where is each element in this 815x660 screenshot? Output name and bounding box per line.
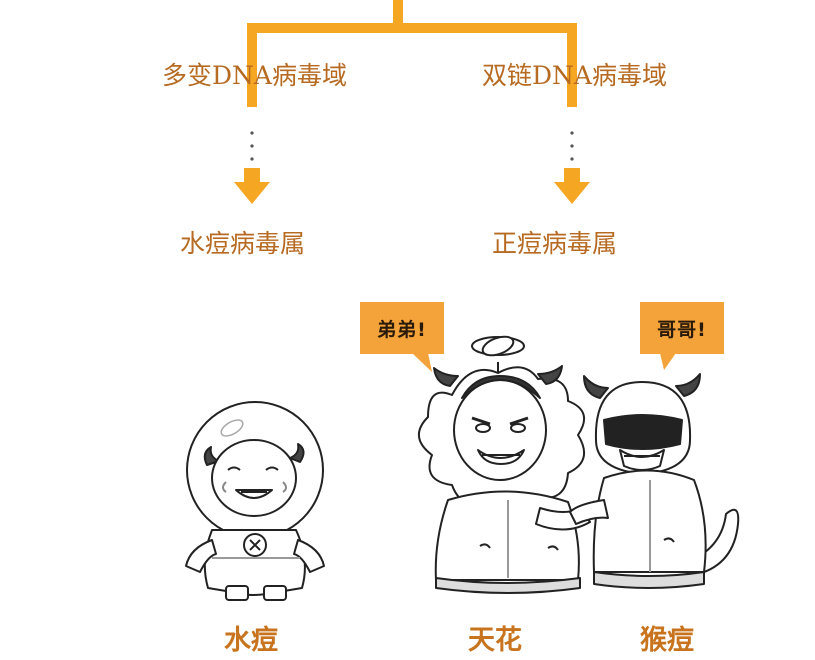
genus-label-left: 水痘病毒属 xyxy=(180,229,306,258)
caption-smallpox: 天花 xyxy=(468,625,522,656)
right-dotted-stem xyxy=(570,131,574,161)
branch-label-right: 双链DNA病毒域 xyxy=(482,61,667,90)
speech-bubble-left: 弟弟! xyxy=(360,302,444,354)
genus-label-right: 正痘病毒属 xyxy=(492,229,618,258)
caption-monkeypox: 猴痘 xyxy=(640,625,694,656)
chickenpox-character xyxy=(185,401,325,601)
speech-bubble-right: 哥哥! xyxy=(640,302,724,354)
left-bubble-tail xyxy=(412,353,432,372)
branch-label-left: 多变DNA病毒域 xyxy=(162,61,347,90)
left-arrow-down xyxy=(234,168,270,204)
smallpox-character xyxy=(418,335,591,594)
left-dotted-stem xyxy=(250,131,254,161)
tree-connector xyxy=(247,0,577,107)
caption-chickenpox: 水痘 xyxy=(224,625,278,656)
monkeypox-character xyxy=(569,373,740,589)
right-arrow-down xyxy=(554,168,590,204)
right-bubble-tail xyxy=(660,353,676,370)
